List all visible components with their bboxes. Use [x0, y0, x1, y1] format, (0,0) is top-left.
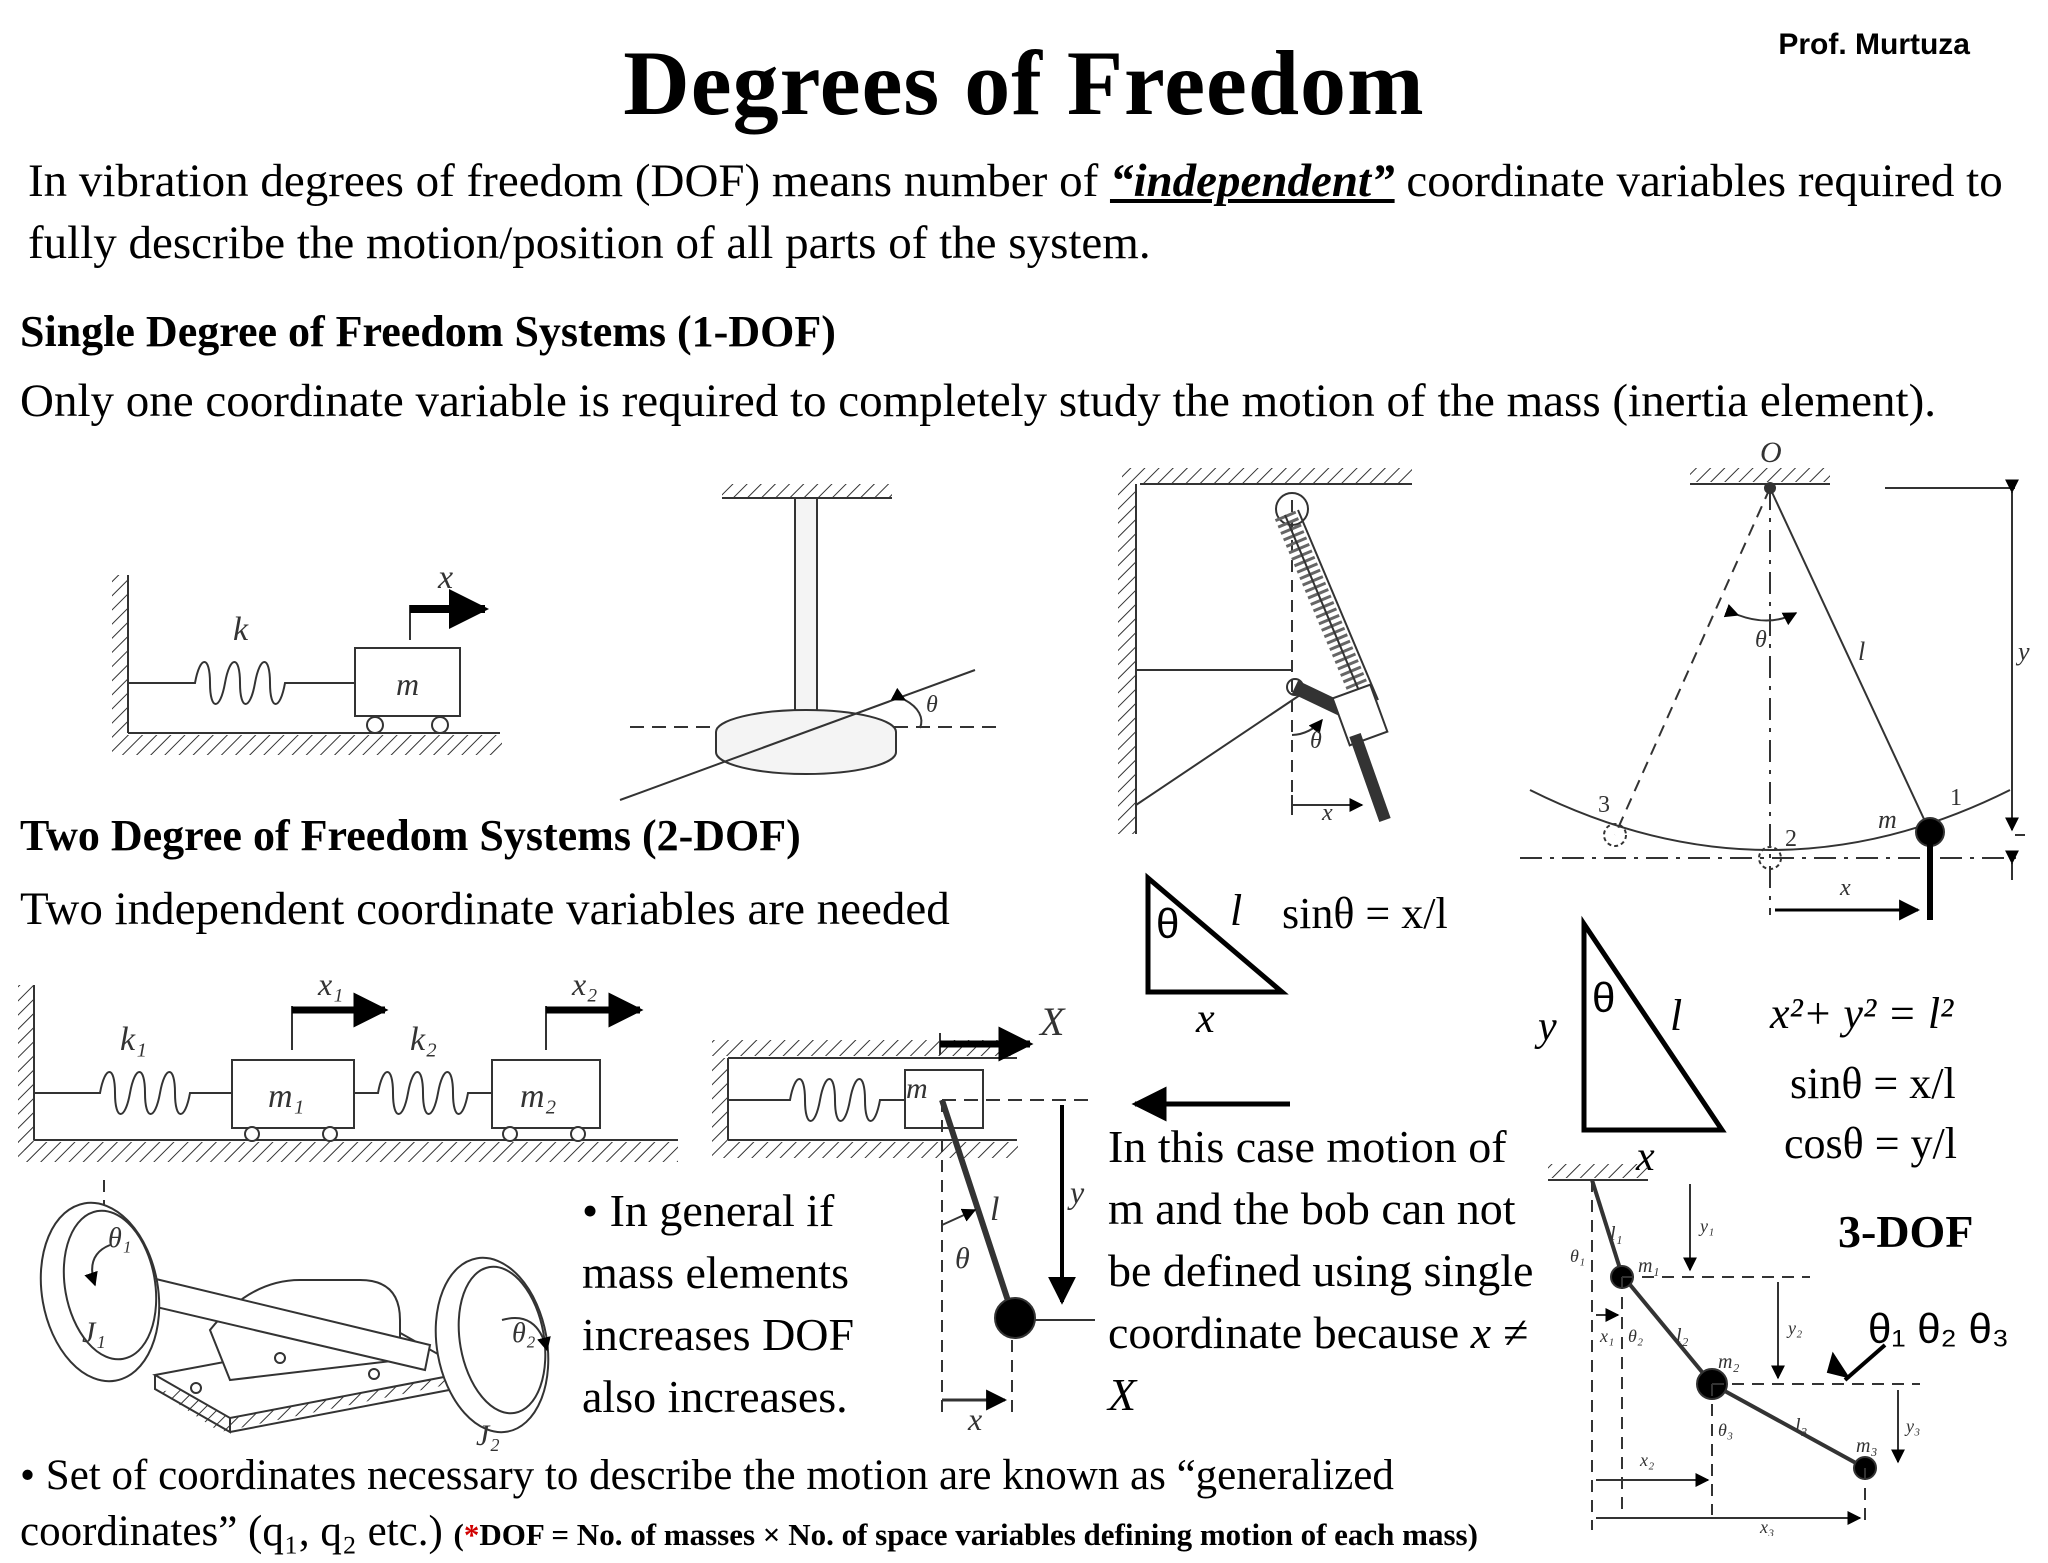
position-2-label: 2: [1785, 826, 1797, 852]
sdof-description: Only one coordinate variable is required…: [20, 375, 1936, 427]
cart-y-label: y: [1067, 1174, 1085, 1210]
spring-pendulum-diagram: θ x: [1118, 468, 1412, 834]
spring-pendulum-x: x: [1321, 800, 1333, 826]
tp-m3: m₃: [1856, 1435, 1877, 1457]
case-motion-math: x ≠ X: [1108, 1307, 1528, 1420]
tp-x3: x₃: [1759, 1517, 1774, 1536]
intro-text-before: In vibration degrees of freedom (DOF) me…: [28, 155, 1110, 207]
pivot-o-label: O: [1760, 436, 1782, 469]
small-triangle-l: l: [1230, 886, 1242, 935]
two-mass-k2: k₂: [410, 1021, 437, 1058]
position-1-label: 1: [1950, 785, 1962, 811]
triple-pendulum-diagram: l₁ l₂ l₃ m₁ m₂ m₃ θ₁ θ₂ θ₃ x₁ x₂ x₃ y₁ y…: [1548, 1164, 1920, 1536]
two-mass-k1: k₁: [120, 1021, 147, 1058]
cart-x-label: x: [967, 1401, 982, 1437]
cart-theta-label: θ: [955, 1242, 970, 1275]
tdof-description: Two independent coordinate variables are…: [20, 883, 950, 935]
tp-x1: x₁: [1599, 1326, 1614, 1346]
disc-theta-label: θ: [926, 692, 938, 718]
tp-y1: y₁: [1698, 1216, 1714, 1236]
two-mass-x2: x₂: [571, 966, 597, 1002]
tp-m1: m₁: [1638, 1255, 1659, 1277]
pendulum-theta-label: θ: [1755, 627, 1767, 653]
cart-pendulum-diagram: m X l θ y x: [712, 999, 1290, 1437]
shaft-J1: J₁: [82, 1316, 106, 1349]
tp-y2: y₂: [1786, 1318, 1802, 1338]
disp-x-label: x: [437, 559, 453, 596]
tp-l1: l₁: [1610, 1223, 1623, 1245]
slide-title: Degrees of Freedom: [623, 32, 1425, 134]
pythagoras-equation: x²+ y² = l²: [1770, 989, 1954, 1038]
two-mass-x1: x₁: [317, 966, 343, 1002]
triangle-l: l: [1670, 991, 1682, 1040]
torsion-disc-diagram: θ: [619, 484, 1000, 801]
shaft-theta1: θ₁: [108, 1223, 132, 1254]
small-triangle-diagram: θ l x: [1145, 872, 1289, 1042]
tp-t2: θ₂: [1628, 1326, 1643, 1346]
cart-X-label: X: [1038, 999, 1066, 1044]
intro-keyword: “independent”: [1109, 155, 1395, 207]
triangle-y: y: [1534, 1004, 1557, 1050]
tp-y3: y₃: [1904, 1416, 1920, 1436]
tp-l2: l₂: [1676, 1325, 1689, 1347]
tp-l3: l₃: [1795, 1415, 1808, 1437]
two-mass-m1: m₁: [268, 1078, 304, 1115]
cart-l-label: l: [990, 1191, 999, 1228]
intro-text-after: coordinate variables required to fully d…: [28, 155, 2003, 269]
tp-m2: m₂: [1718, 1351, 1739, 1373]
tdof-heading: Two Degree of Freedom Systems (2-DOF): [20, 811, 801, 860]
author-name: Prof. Murtuza: [1778, 28, 1970, 61]
triangle-theta: θ: [1592, 974, 1615, 1021]
small-sin-equation: sinθ = x/l: [1282, 889, 1448, 938]
torsion-shaft-diagram: θ₁ θ₂ J₁ J₂: [39, 1180, 551, 1452]
sin-equation: sinθ = x/l: [1790, 1059, 1956, 1108]
pendulum-m-label: m: [1878, 805, 1897, 834]
pendulum-l-label: l: [1858, 637, 1865, 666]
simple-pendulum-diagram: O θ l y m 1 2 3 x: [1520, 436, 2030, 921]
case-motion-note: In this case motion of m and the bob can…: [1108, 1116, 1538, 1426]
tp-x2: x₂: [1639, 1450, 1654, 1470]
cos-equation: cosθ = y/l: [1784, 1119, 1957, 1168]
intro-paragraph: In vibration degrees of freedom (DOF) me…: [28, 150, 2018, 274]
shaft-theta2: θ₂: [512, 1318, 536, 1349]
tp-t3: θ₃: [1718, 1420, 1733, 1440]
general-dof-note: • In general if mass elements increases …: [582, 1185, 855, 1422]
spring-mass-diagram: k m x: [112, 559, 502, 755]
case-motion-text: In this case motion of m and the bob can…: [1108, 1121, 1534, 1358]
three-dof-label: 3-DOF: [1838, 1206, 1974, 1257]
right-triangle-diagram: θ l y x: [1534, 915, 1727, 1180]
mass-m-label: m: [396, 666, 419, 702]
tp-t1: θ₁: [1570, 1246, 1585, 1266]
small-triangle-theta: θ: [1156, 900, 1179, 947]
dof-note-open: (: [453, 1517, 464, 1552]
pendulum-x-label: x: [1839, 875, 1851, 901]
shaft-J2: J₂: [476, 1419, 500, 1452]
pendulum-y-label: y: [2015, 637, 2030, 666]
sdof-heading: Single Degree of Freedom Systems (1-DOF): [20, 307, 836, 356]
spring-pendulum-theta: θ: [1310, 728, 1322, 754]
two-mass-m2: m₂: [520, 1078, 556, 1115]
spring-k-label: k: [233, 611, 249, 648]
two-mass-diagram: k₁ k₂ m₁ m₂ x₁ x₂: [18, 966, 678, 1162]
cart-m-label: m: [906, 1072, 928, 1105]
small-triangle-x: x: [1195, 996, 1215, 1042]
three-dof-coordinates: θ₁ θ₂ θ₃: [1868, 1305, 2009, 1352]
position-3-label: 3: [1598, 792, 1610, 818]
